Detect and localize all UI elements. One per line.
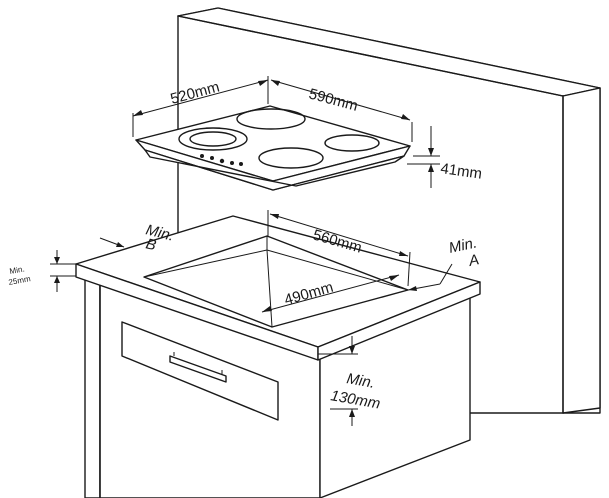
- drawer: [121, 321, 279, 421]
- cooking-zone-rear-right: [324, 134, 380, 152]
- cooking-zone-front-right: [258, 147, 324, 169]
- dim-clearance-b: Min. B: [99, 221, 176, 254]
- hob: [135, 105, 411, 191]
- control-knobs: [200, 154, 243, 166]
- cooking-zone-front-left-inner: [189, 131, 237, 147]
- label-drawer-min: Min.: [345, 370, 376, 392]
- label-worktop-value: 25mm: [8, 274, 32, 287]
- label-clearance-b-min: Min.: [144, 221, 176, 244]
- cooking-zone-front-left-outer: [178, 127, 248, 151]
- cooking-zone-rear-left: [236, 108, 306, 130]
- dim-hob-height: 41mm: [407, 126, 483, 188]
- label-clearance-b-letter: B: [144, 235, 158, 254]
- label-hob-height: 41mm: [439, 160, 483, 183]
- dim-worktop-thickness: Min. 25mm: [8, 250, 76, 292]
- label-clearance-a-letter: A: [466, 251, 480, 270]
- dim-drawer-clearance: Min. 130mm: [318, 336, 382, 426]
- label-worktop-min: Min.: [9, 264, 25, 275]
- label-clearance-a-min: Min.: [447, 234, 478, 257]
- dim-clearance-a: Min. A: [407, 234, 481, 291]
